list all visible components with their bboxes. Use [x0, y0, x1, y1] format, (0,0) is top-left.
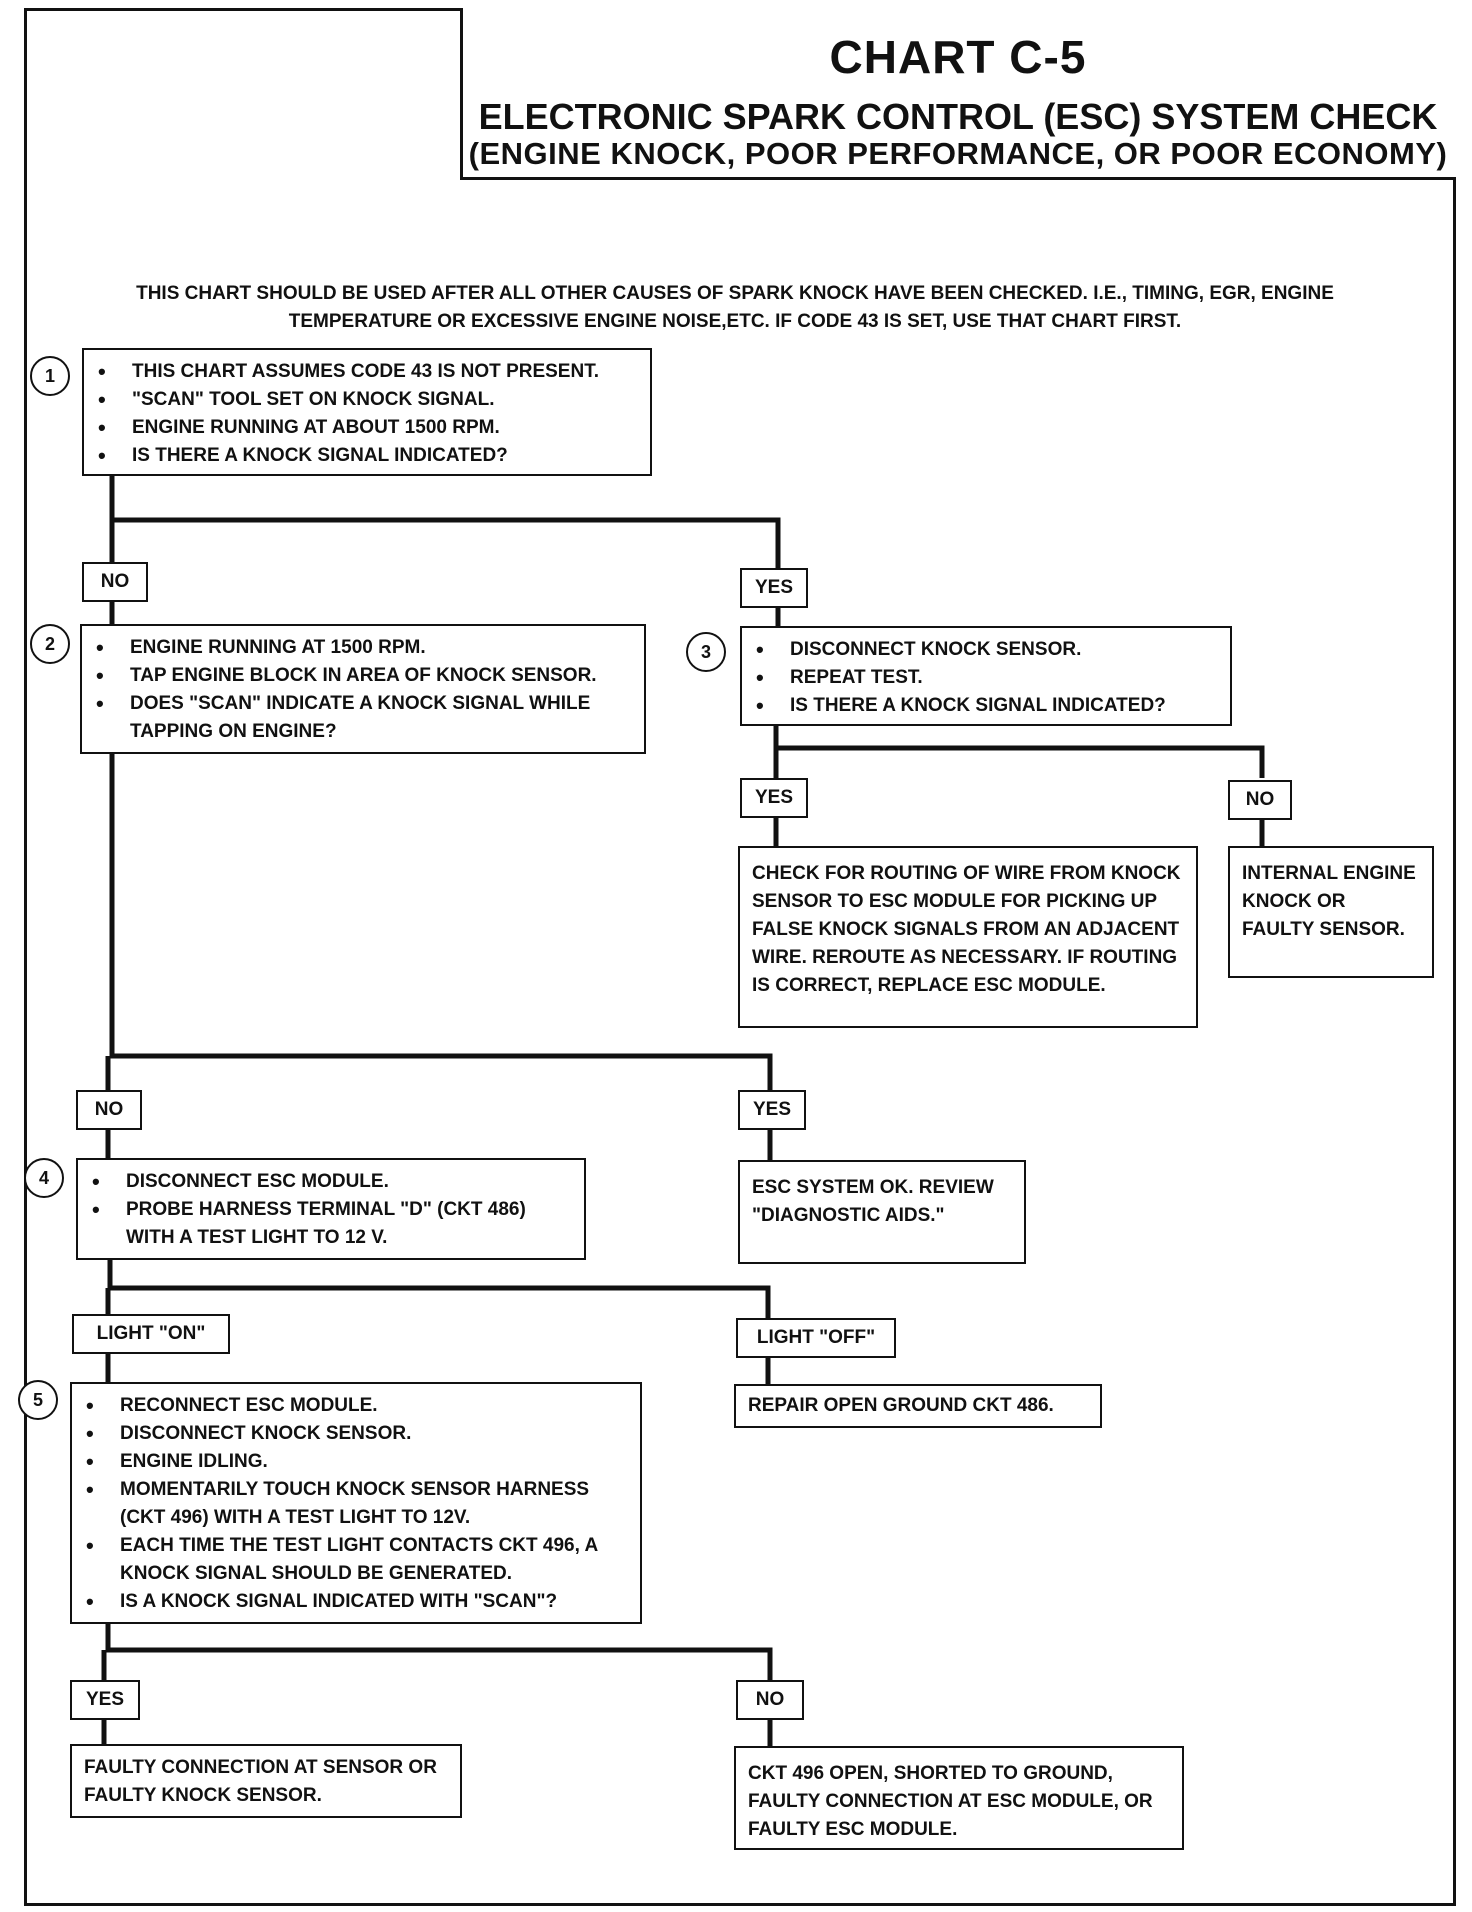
- step-5-item: RECONNECT ESC MODULE.: [86, 1392, 630, 1420]
- step-5-item: EACH TIME THE TEST LIGHT CONTACTS CKT 49…: [86, 1532, 630, 1588]
- step-2-item: TAP ENGINE BLOCK IN AREA OF KNOCK SENSOR…: [96, 662, 634, 690]
- result-esc-ok-text: ESC SYSTEM OK. REVIEW "DIAGNOSTIC AIDS.": [752, 1177, 994, 1226]
- step-3-item: REPEAT TEST.: [756, 664, 1220, 692]
- label-yes: YES: [740, 778, 808, 818]
- step-4-number: 4: [24, 1158, 64, 1198]
- result-internal-knock-box: INTERNAL ENGINE KNOCK OR FAULTY SENSOR.: [1228, 846, 1434, 978]
- label-no: NO: [76, 1090, 142, 1130]
- step-1-box: THIS CHART ASSUMES CODE 43 IS NOT PRESEN…: [82, 348, 652, 476]
- step-2-item: ENGINE RUNNING AT 1500 RPM.: [96, 634, 634, 662]
- result-reroute-text: CHECK FOR ROUTING OF WIRE FROM KNOCK SEN…: [752, 863, 1181, 996]
- label-no: NO: [82, 562, 148, 602]
- label-yes: YES: [740, 568, 808, 608]
- step-1-item: ENGINE RUNNING AT ABOUT 1500 RPM.: [98, 414, 640, 442]
- step-1-item: "SCAN" TOOL SET ON KNOCK SIGNAL.: [98, 386, 640, 414]
- result-faulty-sensor-box: FAULTY CONNECTION AT SENSOR OR FAULTY KN…: [70, 1744, 462, 1818]
- chart-subtitle: ELECTRONIC SPARK CONTROL (ESC) SYSTEM CH…: [478, 96, 1438, 137]
- step-3-list: DISCONNECT KNOCK SENSOR. REPEAT TEST. IS…: [742, 628, 1230, 728]
- step-5-number: 5: [18, 1380, 58, 1420]
- step-5-item: DISCONNECT KNOCK SENSOR.: [86, 1420, 630, 1448]
- step-2-list: ENGINE RUNNING AT 1500 RPM. TAP ENGINE B…: [82, 626, 644, 754]
- step-4-list: DISCONNECT ESC MODULE. PROBE HARNESS TER…: [78, 1160, 584, 1260]
- step-1-list: THIS CHART ASSUMES CODE 43 IS NOT PRESEN…: [84, 350, 650, 478]
- label-yes: YES: [738, 1090, 806, 1130]
- step-5-item: IS A KNOCK SIGNAL INDICATED WITH "SCAN"?: [86, 1588, 630, 1616]
- intro-line-2: TEMPERATURE OR EXCESSIVE ENGINE NOISE,ET…: [288, 311, 1182, 332]
- result-faulty-sensor-text: FAULTY CONNECTION AT SENSOR OR FAULTY KN…: [84, 1757, 437, 1806]
- step-2-box: ENGINE RUNNING AT 1500 RPM. TAP ENGINE B…: [80, 624, 646, 754]
- result-esc-ok-box: ESC SYSTEM OK. REVIEW "DIAGNOSTIC AIDS.": [738, 1160, 1026, 1264]
- step-3-item: DISCONNECT KNOCK SENSOR.: [756, 636, 1220, 664]
- intro-line-1: THIS CHART SHOULD BE USED AFTER ALL OTHE…: [136, 283, 1334, 304]
- result-repair-open-ground-box: REPAIR OPEN GROUND CKT 486.: [734, 1384, 1102, 1428]
- step-2-item: DOES "SCAN" INDICATE A KNOCK SIGNAL WHIL…: [96, 690, 634, 746]
- step-3-number: 3: [686, 632, 726, 672]
- label-no: NO: [736, 1680, 804, 1720]
- result-reroute-box: CHECK FOR ROUTING OF WIRE FROM KNOCK SEN…: [738, 846, 1198, 1028]
- label-light-on: LIGHT "ON": [72, 1314, 230, 1354]
- step-5-box: RECONNECT ESC MODULE. DISCONNECT KNOCK S…: [70, 1382, 642, 1624]
- result-ckt496-text: CKT 496 OPEN, SHORTED TO GROUND, FAULTY …: [748, 1763, 1153, 1840]
- step-3-box: DISCONNECT KNOCK SENSOR. REPEAT TEST. IS…: [740, 626, 1232, 726]
- result-internal-knock-text: INTERNAL ENGINE KNOCK OR FAULTY SENSOR.: [1242, 863, 1416, 940]
- step-5-item: MOMENTARILY TOUCH KNOCK SENSOR HARNESS (…: [86, 1476, 630, 1532]
- label-light-off: LIGHT "OFF": [736, 1318, 896, 1358]
- step-3-item: IS THERE A KNOCK SIGNAL INDICATED?: [756, 692, 1220, 720]
- step-2-number: 2: [30, 624, 70, 664]
- step-5-item: ENGINE IDLING.: [86, 1448, 630, 1476]
- step-1-item: THIS CHART ASSUMES CODE 43 IS NOT PRESEN…: [98, 358, 640, 386]
- intro-note: THIS CHART SHOULD BE USED AFTER ALL OTHE…: [60, 280, 1410, 336]
- chart-title: CHART C-5: [829, 31, 1087, 83]
- label-yes: YES: [70, 1680, 140, 1720]
- result-ckt496-box: CKT 496 OPEN, SHORTED TO GROUND, FAULTY …: [734, 1746, 1184, 1850]
- step-1-item: IS THERE A KNOCK SIGNAL INDICATED?: [98, 442, 640, 470]
- step-1-number: 1: [30, 356, 70, 396]
- step-4-box: DISCONNECT ESC MODULE. PROBE HARNESS TER…: [76, 1158, 586, 1260]
- step-4-item: PROBE HARNESS TERMINAL "D" (CKT 486) WIT…: [92, 1196, 574, 1252]
- step-5-list: RECONNECT ESC MODULE. DISCONNECT KNOCK S…: [72, 1384, 640, 1624]
- step-4-item: DISCONNECT ESC MODULE.: [92, 1168, 574, 1196]
- result-repair-open-ground-text: REPAIR OPEN GROUND CKT 486.: [748, 1395, 1054, 1416]
- label-no: NO: [1228, 780, 1292, 820]
- title-block: [460, 8, 1456, 180]
- chart-subtitle-symptoms: (ENGINE KNOCK, POOR PERFORMANCE, OR POOR…: [468, 136, 1448, 171]
